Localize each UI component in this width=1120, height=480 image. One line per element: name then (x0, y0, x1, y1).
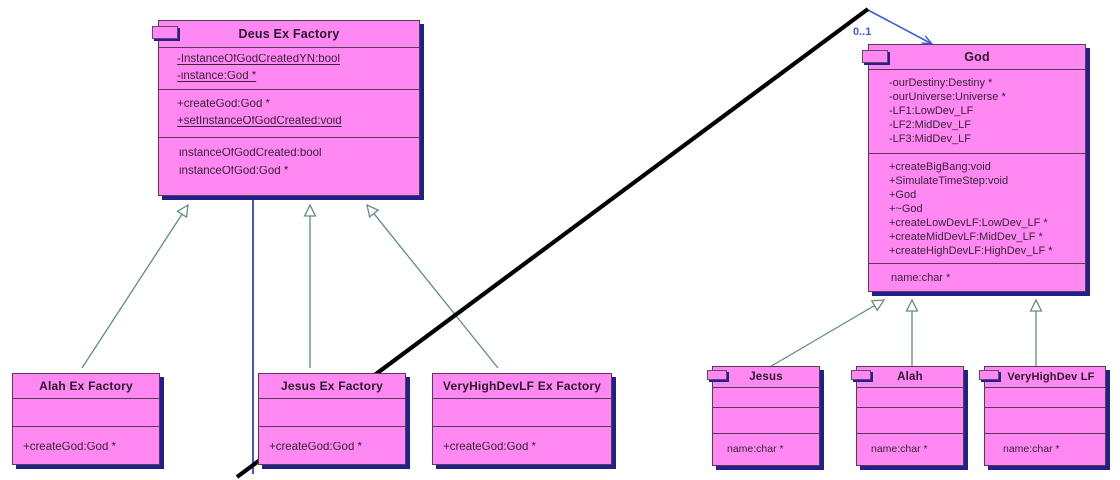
member-row: +SimulateTimeStep:void (889, 176, 1009, 187)
class-title-deus-ex-factory: Deus Ex Factory (238, 27, 340, 41)
member-row: -LF3:MidDev_LF (889, 134, 971, 145)
member-row: +createGod:God * (177, 99, 271, 110)
member-row: +God (889, 190, 917, 201)
compartment-operations-jesus (713, 407, 819, 433)
compartment-attributes-veryhighdevlf-ex-factory (433, 398, 611, 426)
member-row: +createMidDevLF:MidDev_LF * (889, 232, 1043, 243)
class-title-jesus: Jesus (749, 371, 783, 383)
class-title-jesus-ex-factory: Jesus Ex Factory (281, 379, 383, 393)
member-row: +createBigBang:void (889, 162, 991, 173)
class-handle-icon-jesus (707, 370, 727, 380)
class-handle-icon-god (862, 50, 888, 63)
compartment-extras-deus-ex-factory: instanceOfGodCreated:bool instanceOfGod:… (159, 137, 419, 195)
member-row: -ourUniverse:Universe * (889, 92, 1006, 103)
member-row: -LF1:LowDev_LF (889, 106, 974, 117)
compartment-attributes-god: -ourDestiny:Destiny * -ourUniverse:Unive… (869, 69, 1085, 153)
member-row: +setInstanceOfGodCreated:void (177, 115, 342, 127)
class-handle-icon-deus-ex-factory (152, 26, 178, 39)
compartment-extras-jesus: name:char * (713, 433, 819, 465)
generalization-jesus-to-god (767, 299, 886, 369)
class-title-alah: Alah (897, 371, 923, 383)
class-handle-icon-alah (851, 370, 871, 380)
class-title-veryhighdevlf-ex-factory: VeryHighDevLF Ex Factory (442, 379, 602, 393)
compartment-operations-veryhighdev-lf (985, 407, 1105, 433)
compartment-operations-jesus-ex-factory: +createGod:God * (259, 426, 405, 464)
generalization-veryhighdevlfexfactory-to-deusexfactory (366, 203, 499, 369)
class-box-alah-ex-factory[interactable]: Alah Ex Factory +createGod:God * (12, 373, 160, 465)
compartment-extras-alah: name:char * (857, 433, 963, 465)
member-row: +createGod:God * (23, 442, 117, 453)
compartment-extras-veryhighdev-lf: name:char * (985, 433, 1105, 465)
member-row: -instance:God * (177, 70, 257, 82)
class-title-alah-ex-factory: Alah Ex Factory (39, 379, 133, 393)
class-box-god[interactable]: God -ourDestiny:Destiny * -ourUniverse:U… (868, 44, 1086, 292)
compartment-extras-god: name:char * (869, 263, 1085, 293)
member-row: name:char * (891, 273, 951, 284)
generalization-alahexfactory-to-deusexfactory (81, 203, 189, 369)
class-title-god: God (964, 50, 990, 64)
multiplicity-label-0-1: 0..1 (853, 26, 872, 38)
class-box-veryhighdev-lf[interactable]: VeryHighDev LF name:char * (984, 366, 1106, 466)
compartment-operations-deus-ex-factory: +createGod:God * +setInstanceOfGodCreate… (159, 89, 419, 137)
member-row: +createLowDevLF:LowDev_LF * (889, 218, 1048, 229)
compartment-operations-god: +createBigBang:void +SimulateTimeStep:vo… (869, 153, 1085, 263)
member-row: -LF2:MidDev_LF (889, 120, 971, 131)
member-row: +createGod:God * (269, 442, 363, 453)
class-handle-icon-veryhighdev-lf (979, 370, 999, 380)
compartment-attributes-deus-ex-factory: -InstanceOfGodCreatedYN:bool -instance:G… (159, 47, 419, 89)
member-row: name:char * (727, 444, 784, 455)
compartment-attributes-alah (857, 387, 963, 407)
compartment-attributes-veryhighdev-lf (985, 387, 1105, 407)
compartment-attributes-alah-ex-factory (13, 398, 159, 426)
class-title-veryhighdev-lf: VeryHighDev LF (1007, 371, 1095, 383)
member-row: +createHighDevLF:HighDev_LF * (889, 246, 1053, 257)
member-row: -ourDestiny:Destiny * (889, 78, 993, 89)
class-box-veryhighdevlf-ex-factory[interactable]: VeryHighDevLF Ex Factory +createGod:God … (432, 373, 612, 465)
compartment-attributes-jesus-ex-factory (259, 398, 405, 426)
member-row: instanceOfGod:God * (179, 165, 289, 177)
class-box-jesus-ex-factory[interactable]: Jesus Ex Factory +createGod:God * (258, 373, 406, 465)
compartment-operations-veryhighdevlf-ex-factory: +createGod:God * (433, 426, 611, 464)
member-row: name:char * (1003, 444, 1060, 455)
compartment-attributes-jesus (713, 387, 819, 407)
compartment-operations-alah (857, 407, 963, 433)
member-row: +~God (889, 204, 923, 215)
class-box-alah[interactable]: Alah name:char * (856, 366, 964, 466)
member-row: +createGod:God * (443, 442, 537, 453)
member-row: name:char * (871, 444, 928, 455)
class-box-deus-ex-factory[interactable]: Deus Ex Factory -InstanceOfGodCreatedYN:… (158, 20, 420, 196)
compartment-operations-alah-ex-factory: +createGod:God * (13, 426, 159, 464)
member-row: instanceOfGodCreated:bool (179, 148, 322, 159)
member-row: -InstanceOfGodCreatedYN:bool (177, 54, 341, 65)
class-box-jesus[interactable]: Jesus name:char * (712, 366, 820, 466)
